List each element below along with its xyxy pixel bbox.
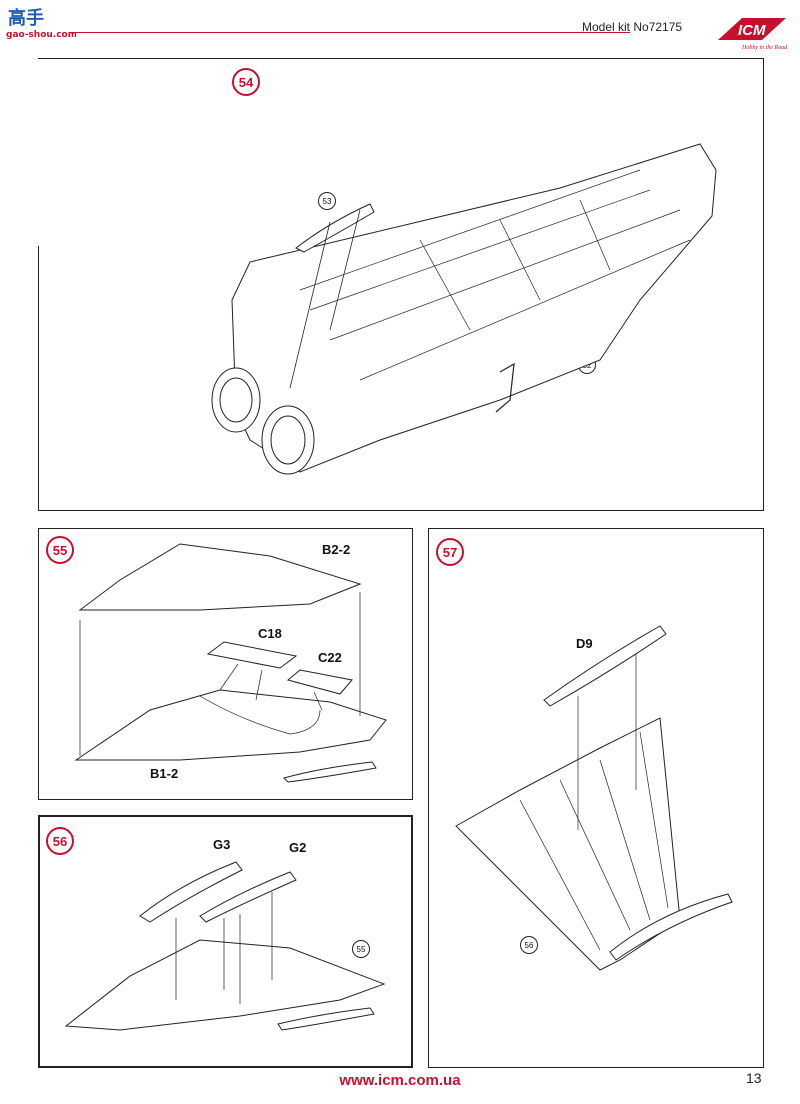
part-label-g2: G2 xyxy=(289,840,307,855)
svg-text:Hobby in the Road: Hobby in the Road xyxy=(741,45,788,51)
kit-number-label: Model kit No72175 xyxy=(582,20,683,34)
step-57-panel xyxy=(428,528,764,1068)
part-label-b2-2: B2-2 xyxy=(322,542,351,557)
part-label-c18: C18 xyxy=(258,626,282,641)
part-label-c22: C22 xyxy=(318,650,342,665)
icm-logo: ICM Hobby in the Road xyxy=(712,14,790,52)
step-54-left-edge xyxy=(38,246,39,511)
header-rule xyxy=(70,32,630,33)
part-label-g3: G3 xyxy=(213,837,231,852)
part-label-b1-2: B1-2 xyxy=(150,766,179,781)
page-number: 13 xyxy=(746,1070,762,1086)
step-55-badge: 55 xyxy=(46,536,74,564)
svg-text:高手: 高手 xyxy=(8,7,44,29)
watermark-logo: 高手 gao-shou.com xyxy=(4,4,76,40)
step-54-panel xyxy=(38,58,764,511)
ref-52-circle: 52 xyxy=(578,356,596,374)
step-56-badge: 56 xyxy=(46,827,74,855)
ref-56-circle: 56 xyxy=(520,936,538,954)
svg-text:gao-shou.com: gao-shou.com xyxy=(6,30,76,40)
footer-url[interactable]: www.icm.com.ua xyxy=(339,1072,461,1089)
step-57-badge: 57 xyxy=(436,538,464,566)
watermark-graphic: 高手 gao-shou.com xyxy=(4,4,76,40)
part-label-d9: D9 xyxy=(576,636,593,651)
ref-53-circle: 53 xyxy=(318,192,336,210)
step-55-panel xyxy=(38,528,413,800)
ref-55-circle: 55 xyxy=(352,940,370,958)
svg-text:ICM: ICM xyxy=(738,22,766,39)
step-54-badge: 54 xyxy=(232,68,260,96)
